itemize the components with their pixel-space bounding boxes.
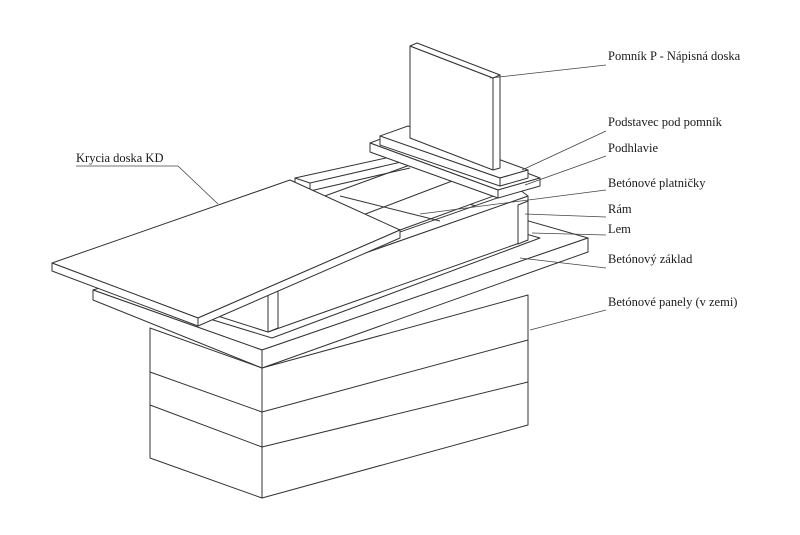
label-ram: Rám <box>608 202 632 216</box>
labels: Pomník P - Nápisná doska Podstavec pod p… <box>76 49 741 309</box>
label-podhlavie: Podhlavie <box>608 141 658 155</box>
label-lem: Lem <box>608 222 631 236</box>
label-platnicky: Betónové platničky <box>608 176 706 190</box>
label-zaklad: Betónový základ <box>608 252 693 266</box>
concrete-panels <box>149 294 529 499</box>
label-pomnik: Pomník P - Nápisná doska <box>608 49 741 63</box>
cover-plate <box>51 179 401 327</box>
label-panely: Betónové panely (v zemi) <box>608 295 737 309</box>
label-krycia: Krycia doska KD <box>76 151 163 165</box>
label-podstavec: Podstavec pod pomník <box>608 115 723 129</box>
headstone <box>409 42 501 171</box>
leader-lines <box>76 64 607 331</box>
